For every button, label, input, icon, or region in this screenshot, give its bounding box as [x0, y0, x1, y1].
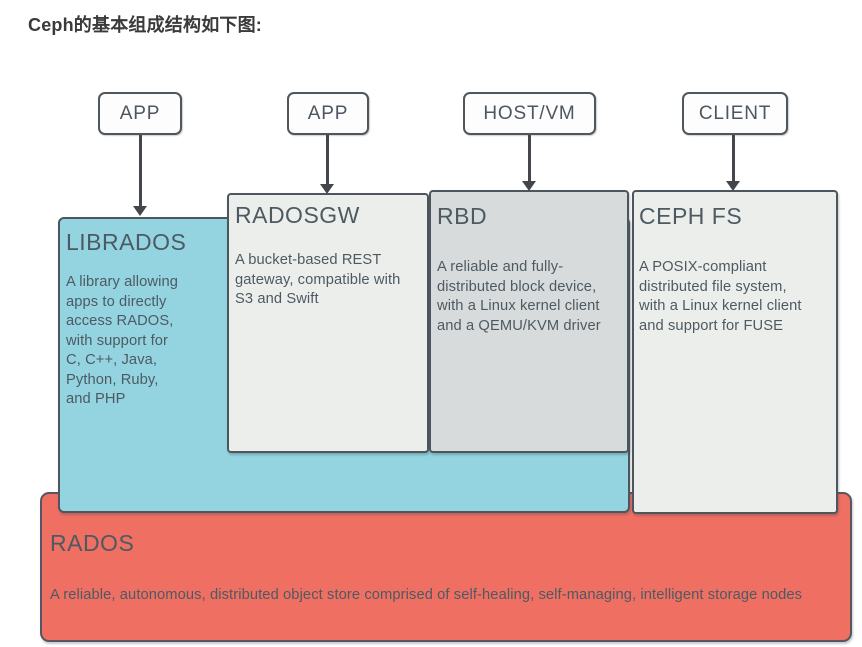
rbd-box: RBD A reliable and fully- distributed bl…: [429, 190, 629, 453]
librados-title: LIBRADOS: [66, 229, 187, 255]
arrow-head-icon: [522, 181, 536, 191]
arrow-shaft: [527, 135, 531, 182]
page-heading: Ceph的基本组成结构如下图:: [28, 15, 262, 35]
rados-box: RADOS A reliable, autonomous, distribute…: [40, 492, 852, 642]
node-app-2: APP: [287, 92, 369, 135]
node-app-1-label: APP: [119, 102, 161, 124]
arrow-head-icon: [320, 184, 334, 194]
arrow-head-icon: [133, 206, 147, 216]
node-app-2-label: APP: [307, 102, 349, 124]
node-client-label: CLIENT: [698, 102, 772, 124]
radosgw-description: A bucket-based REST gateway, compatible …: [235, 252, 401, 307]
rbd-description: A reliable and fully- distributed block …: [437, 259, 601, 334]
arrow-head-icon: [726, 181, 740, 191]
arrow-shaft: [325, 135, 329, 185]
node-host-vm-label: HOST/VM: [483, 102, 576, 124]
rados-title: RADOS: [50, 530, 135, 556]
node-app-1: APP: [98, 92, 182, 135]
radosgw-box: RADOSGW A bucket-based REST gateway, com…: [227, 193, 429, 453]
arrow-app1-to-librados-icon: [133, 135, 147, 216]
cephfs-box: CEPH FS A POSIX-compliant distributed fi…: [632, 190, 838, 514]
arrow-app2-to-radosgw-icon: [320, 135, 334, 194]
arrow-client-to-cephfs-icon: [726, 135, 740, 191]
cephfs-description: A POSIX-compliant distributed file syste…: [639, 259, 802, 334]
librados-description: A library allowing apps to directly acce…: [66, 274, 179, 407]
arrow-shaft: [138, 135, 142, 207]
arrow-hostvm-to-rbd-icon: [522, 135, 536, 191]
arrow-shaft: [731, 135, 735, 182]
rbd-title: RBD: [437, 203, 488, 229]
node-client: CLIENT: [682, 92, 788, 135]
radosgw-title: RADOSGW: [235, 202, 360, 228]
node-host-vm: HOST/VM: [463, 92, 596, 135]
cephfs-title: CEPH FS: [639, 203, 743, 229]
rados-description: A reliable, autonomous, distributed obje…: [50, 587, 803, 603]
